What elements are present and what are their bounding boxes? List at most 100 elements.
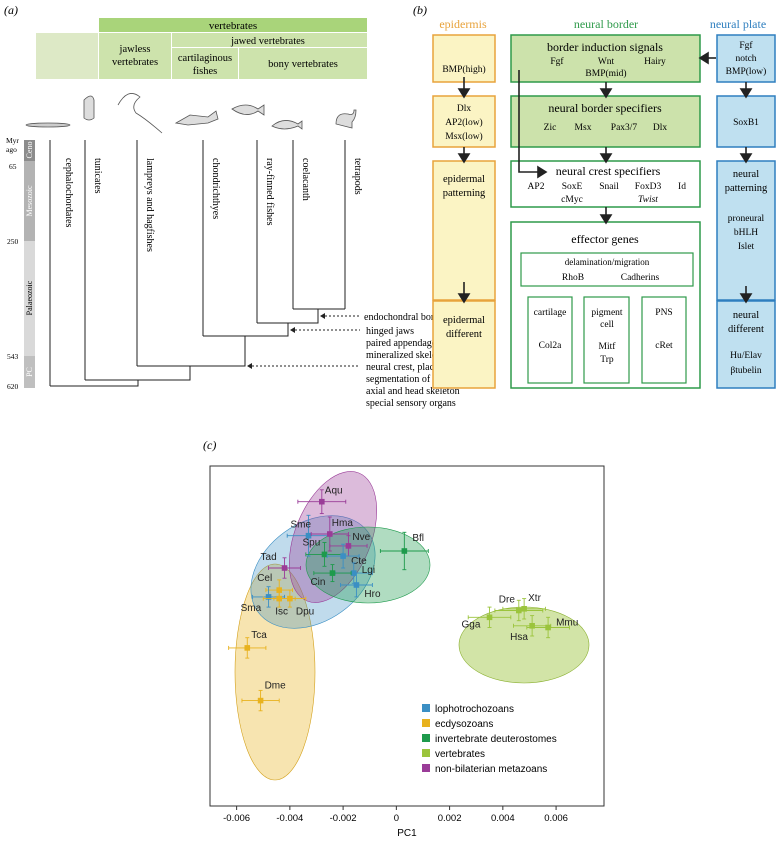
soxb1: SoxB1 — [733, 118, 759, 128]
cartilage-box — [527, 296, 573, 384]
scatter-point-spu: Spu — [302, 537, 344, 567]
legend-entry-0: lophotrochozoans — [422, 704, 514, 715]
legend-entry-4: non-bilaterian metazoans — [422, 764, 547, 775]
point-marker — [244, 645, 251, 651]
plot-area — [209, 465, 605, 807]
annot-jaws-0: hinged jaws — [366, 326, 414, 337]
panel-a: (a) vertebrates jawless vertebrates jawe… — [4, 3, 460, 409]
jawless-header-l1: jawless — [119, 44, 151, 55]
epidermal-different-0: epidermal — [443, 315, 485, 326]
panel-a-label: (a) — [4, 3, 18, 17]
arrowhead-plate-border — [698, 51, 709, 65]
point-marker — [319, 498, 325, 505]
point-marker — [329, 570, 336, 576]
point-label: Lgi — [362, 565, 375, 576]
legend-swatch — [422, 704, 430, 712]
point-label: Cin — [310, 577, 325, 588]
node-jawed — [203, 323, 289, 337]
pigment-3: Trp — [600, 355, 614, 365]
phylogenetic-tree — [49, 140, 346, 387]
header-epidermis: epidermis — [439, 17, 487, 31]
scatter-point-hsa: Hsa — [510, 615, 552, 643]
point-label: Isc — [275, 607, 288, 618]
legend-entry-1: ecdysozoans — [422, 719, 493, 730]
crest-specifier-5: cMyc — [561, 195, 583, 205]
effector-genes-title: effector genes — [571, 232, 639, 246]
tick-620: 620 — [7, 382, 19, 391]
trait-annotations: endochondral bone hinged jaws paired app… — [247, 312, 460, 409]
bony-header-box — [239, 48, 367, 79]
jawless-header-box — [99, 33, 171, 79]
point-marker — [257, 697, 264, 704]
scatter-point-dme: Dme — [241, 681, 287, 712]
legend: lophotrochozoans ecdysozoans invertebrate … — [422, 704, 557, 775]
pns-0: PNS — [655, 308, 672, 318]
taxon-header: vertebrates jawless vertebrates jawed ve… — [36, 18, 367, 79]
border-specifiers-title: neural border specifiers — [548, 101, 662, 115]
scatter-point-dpu: Dpu — [273, 589, 314, 618]
legend-entry-3: vertebrates — [422, 749, 485, 760]
point-label: Nve — [352, 532, 370, 543]
point-marker — [486, 614, 493, 621]
scatter-point-tca: Tca — [228, 630, 267, 659]
ray-finned-fish-icon — [231, 104, 265, 116]
point-marker — [350, 570, 357, 576]
border-induction-bmp: BMP(mid) — [585, 68, 626, 79]
era-cenozoic-box — [24, 140, 35, 161]
taxa-labels: cephalochordates tunicates lampreys and … — [63, 158, 363, 252]
epidermal-patterning-box — [432, 160, 496, 301]
arrowhead-border-2 — [599, 153, 613, 164]
border-induction-gene-1: Wnt — [598, 57, 615, 67]
tick-250: 250 — [7, 237, 19, 246]
neural-different-1: different — [728, 324, 764, 335]
point-label: Bfl — [412, 533, 424, 544]
point-label: Dre — [499, 595, 516, 606]
scatter-point-cin: Cin — [310, 564, 352, 588]
scatter-point-xtr: Xtr — [502, 593, 546, 620]
point-label: Dme — [265, 681, 287, 692]
organism-icons — [25, 93, 357, 134]
taxon-chondrichthyes: chondrichthyes — [210, 158, 221, 219]
arrowhead-plate-2 — [739, 153, 753, 164]
taxon-tetrapods: tetrapods — [352, 158, 363, 195]
arrow-induction-crest — [518, 70, 540, 173]
point-label: Hma — [332, 518, 354, 529]
plate-signal-0: Fgf — [739, 40, 753, 51]
epidermis-dlx-2: Msx(low) — [445, 131, 482, 142]
pigment-1: cell — [600, 320, 614, 330]
legend-label: invertebrate deuterostomes — [435, 734, 557, 745]
arrowhead-epi-2 — [457, 153, 471, 164]
vertebrates-header-box — [99, 18, 367, 32]
arrowhead-epi-1 — [457, 88, 471, 99]
pigment-2: Mitf — [599, 341, 617, 352]
border-induction-title: border induction signals — [547, 40, 663, 54]
era-pc-box — [24, 356, 35, 388]
node-olfactores — [85, 366, 191, 381]
neural-patterning-gene-0: proneural — [728, 214, 765, 224]
taxon-cephalochordates: cephalochordates — [63, 158, 74, 228]
scatter-point-gga: Gga — [462, 606, 512, 630]
era-palaeozoic-box — [24, 241, 35, 356]
legend-label: ecdysozoans — [435, 719, 493, 730]
epidermal-patterning-1: patterning — [443, 188, 486, 199]
epidermis-bmp: BMP(high) — [442, 64, 485, 75]
point-marker — [281, 565, 288, 571]
point-label: Mmu — [556, 618, 578, 629]
crest-specifier-6: Twist — [638, 195, 658, 205]
arrowhead-epi-3 — [457, 293, 471, 304]
plate-signal-1: notch — [735, 54, 756, 64]
vertebrates-header: vertebrates — [209, 20, 257, 32]
crest-specifiers-title: neural crest specifiers — [556, 164, 661, 178]
arrowhead-border-1 — [599, 88, 613, 99]
crest-specifier-1: SoxE — [562, 182, 583, 192]
neural-patterning-gene-1: bHLH — [734, 228, 758, 238]
myr-label-l1: Myr — [6, 136, 19, 145]
node-vertebrates — [137, 336, 246, 367]
tetrapod-icon — [335, 109, 357, 129]
pns-1: cRet — [655, 341, 673, 351]
ellipse-ecdysozoans — [234, 563, 316, 781]
point-label: Dpu — [296, 607, 314, 618]
legend-swatch — [422, 719, 430, 727]
border-induction-gene-2: Hairy — [644, 57, 666, 67]
x-axis-label: PC1 — [397, 828, 417, 839]
